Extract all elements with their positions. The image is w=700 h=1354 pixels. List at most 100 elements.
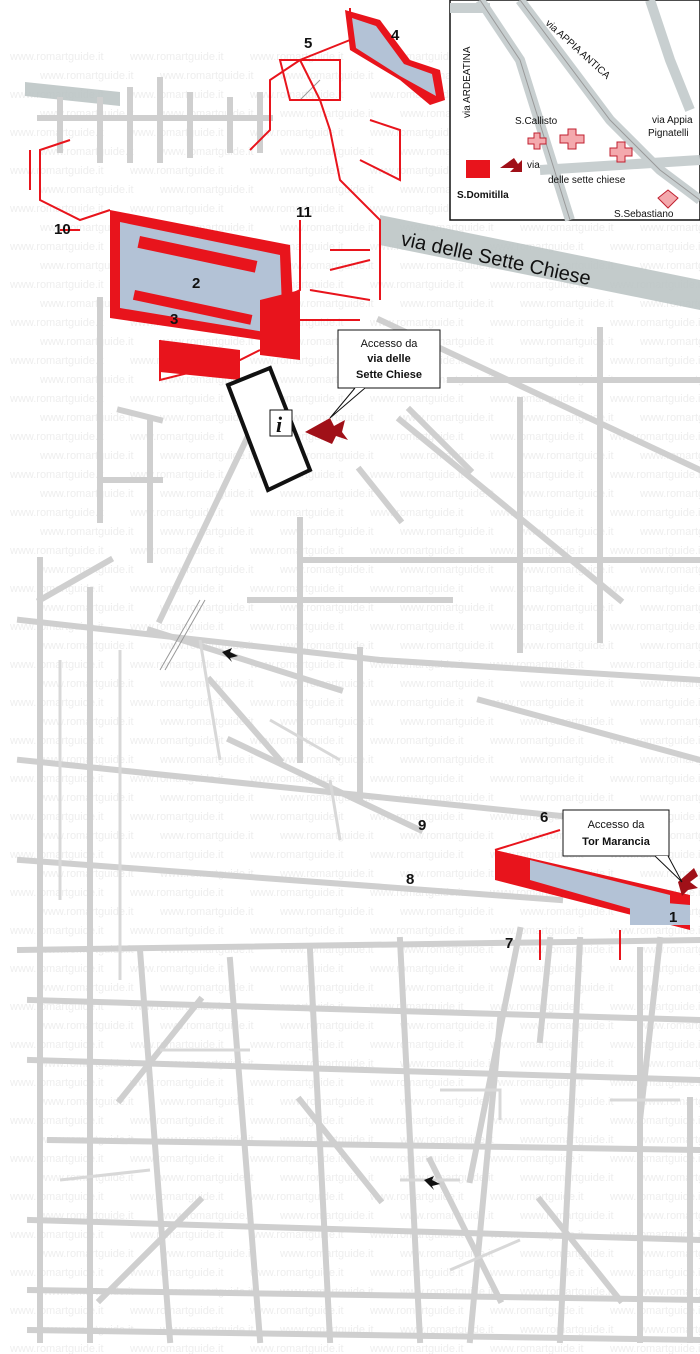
watermark-text: www.romartguide.it bbox=[489, 1115, 584, 1127]
watermark-text: www.romartguide.it bbox=[639, 1210, 700, 1222]
watermark-text: www.romartguide.it bbox=[9, 545, 104, 557]
watermark-text: www.romartguide.it bbox=[609, 1343, 700, 1354]
watermark-text: www.romartguide.it bbox=[129, 165, 224, 177]
watermark-text: www.romartguide.it bbox=[9, 1191, 104, 1203]
watermark-text: www.romartguide.it bbox=[279, 982, 374, 994]
watermark-text: www.romartguide.it bbox=[369, 279, 464, 291]
watermark-text: www.romartguide.it bbox=[129, 963, 224, 975]
inset-label-delle-sette-chiese: delle sette chiese bbox=[548, 175, 626, 186]
watermark-text: www.romartguide.it bbox=[129, 925, 224, 937]
watermark-text: www.romartguide.it bbox=[129, 1153, 224, 1165]
watermark-text: www.romartguide.it bbox=[129, 1039, 224, 1051]
watermark-text: www.romartguide.it bbox=[9, 469, 104, 481]
watermark-text: www.romartguide.it bbox=[609, 1115, 700, 1127]
watermark-text: www.romartguide.it bbox=[39, 260, 134, 272]
callout-sette-chiese-line3: Sette Chiese bbox=[356, 369, 422, 381]
watermark-text: www.romartguide.it bbox=[489, 431, 584, 443]
watermark-text: www.romartguide.it bbox=[279, 1096, 374, 1108]
watermark-text: www.romartguide.it bbox=[399, 526, 494, 538]
location-number-1: 1 bbox=[669, 909, 677, 926]
watermark-text: www.romartguide.it bbox=[609, 1267, 700, 1279]
watermark-text: www.romartguide.it bbox=[489, 583, 584, 595]
watermark-text: www.romartguide.it bbox=[489, 279, 584, 291]
watermark-text: www.romartguide.it bbox=[129, 393, 224, 405]
inset-label-s-callisto: S.Callisto bbox=[515, 116, 558, 127]
watermark-text: www.romartguide.it bbox=[489, 1191, 584, 1203]
watermark-text: www.romartguide.it bbox=[639, 564, 700, 576]
watermark-text: www.romartguide.it bbox=[249, 925, 344, 937]
watermark-text: www.romartguide.it bbox=[369, 963, 464, 975]
watermark-text: www.romartguide.it bbox=[609, 507, 700, 519]
watermark-text: www.romartguide.it bbox=[369, 127, 464, 139]
watermark-text: www.romartguide.it bbox=[159, 412, 254, 424]
watermark-text: www.romartguide.it bbox=[399, 1210, 494, 1222]
watermark-text: www.romartguide.it bbox=[399, 754, 494, 766]
location-number-6: 6 bbox=[540, 809, 548, 826]
callout-tor-marancia: Accesso da Tor Marancia bbox=[562, 809, 683, 883]
watermark-text: www.romartguide.it bbox=[39, 450, 134, 462]
watermark-text: www.romartguide.it bbox=[639, 1324, 700, 1336]
watermark-text: www.romartguide.it bbox=[249, 1115, 344, 1127]
info-icon: i bbox=[276, 412, 283, 437]
watermark-text: www.romartguide.it bbox=[489, 963, 584, 975]
watermark-text: www.romartguide.it bbox=[39, 678, 134, 690]
watermark-text: www.romartguide.it bbox=[159, 906, 254, 918]
watermark-text: www.romartguide.it bbox=[9, 697, 104, 709]
watermark-text: www.romartguide.it bbox=[39, 906, 134, 918]
watermark-text: www.romartguide.it bbox=[129, 431, 224, 443]
inset-locator-map: via ARDEATINA via APPIA ANTICA via Appia… bbox=[449, 0, 700, 222]
watermark-text: www.romartguide.it bbox=[639, 640, 700, 652]
inset-domitilla-arrow bbox=[500, 158, 522, 172]
watermark-text: www.romartguide.it bbox=[9, 963, 104, 975]
inset-label-appia-pignatelli-1: via Appia bbox=[652, 115, 693, 126]
watermark-text: www.romartguide.it bbox=[9, 1229, 104, 1241]
watermark-text: www.romartguide.it bbox=[249, 1229, 344, 1241]
watermark-text: www.romartguide.it bbox=[399, 602, 494, 614]
stairs bbox=[159, 79, 321, 671]
watermark-text: www.romartguide.it bbox=[129, 1229, 224, 1241]
watermark-text: www.romartguide.it bbox=[369, 849, 464, 861]
inset-church-callisto bbox=[527, 128, 633, 163]
access-arrow-sette-chiese bbox=[305, 418, 348, 444]
watermark-text: www.romartguide.it bbox=[639, 1058, 700, 1070]
watermark-text: www.romartguide.it bbox=[609, 1191, 700, 1203]
watermark-text: www.romartguide.it bbox=[9, 1305, 104, 1317]
watermark-text: www.romartguide.it bbox=[129, 735, 224, 747]
watermark-text: www.romartguide.it bbox=[639, 222, 700, 234]
watermark-text: www.romartguide.it bbox=[159, 1096, 254, 1108]
watermark-text: www.romartguide.it bbox=[159, 982, 254, 994]
watermark-text: www.romartguide.it bbox=[639, 1248, 700, 1260]
watermark-text: www.romartguide.it bbox=[249, 621, 344, 633]
watermark-text: www.romartguide.it bbox=[369, 1153, 464, 1165]
watermark-text: www.romartguide.it bbox=[639, 944, 700, 956]
watermark-text: www.romartguide.it bbox=[639, 1134, 700, 1146]
watermark-text: www.romartguide.it bbox=[249, 355, 344, 367]
watermark-text: www.romartguide.it bbox=[489, 621, 584, 633]
watermark-text: www.romartguide.it bbox=[249, 545, 344, 557]
watermark-text: www.romartguide.it bbox=[489, 469, 584, 481]
watermark-text: www.romartguide.it bbox=[9, 735, 104, 747]
watermark-text: www.romartguide.it bbox=[9, 51, 104, 63]
watermark-text: www.romartguide.it bbox=[519, 982, 614, 994]
watermark-text: www.romartguide.it bbox=[39, 602, 134, 614]
watermark-text: www.romartguide.it bbox=[129, 1267, 224, 1279]
watermark-text: www.romartguide.it bbox=[489, 1153, 584, 1165]
watermark-text: www.romartguide.it bbox=[369, 1343, 464, 1354]
watermark-text: www.romartguide.it bbox=[39, 1096, 134, 1108]
watermark-text: www.romartguide.it bbox=[519, 1096, 614, 1108]
watermark-text: www.romartguide.it bbox=[249, 583, 344, 595]
watermark-text: www.romartguide.it bbox=[129, 1191, 224, 1203]
watermark-text: www.romartguide.it bbox=[129, 127, 224, 139]
inset-sebastiano-marker bbox=[657, 189, 679, 209]
watermark-text: www.romartguide.it bbox=[39, 716, 134, 728]
watermark-text: www.romartguide.it bbox=[9, 317, 104, 329]
watermark-text: www.romartguide.it bbox=[489, 1305, 584, 1317]
watermark-text: www.romartguide.it bbox=[399, 982, 494, 994]
watermark-text: www.romartguide.it bbox=[9, 431, 104, 443]
watermark-text: www.romartguide.it bbox=[129, 811, 224, 823]
watermark-text: www.romartguide.it bbox=[399, 488, 494, 500]
watermark-text: www.romartguide.it bbox=[129, 89, 224, 101]
location-number-10: 10 bbox=[54, 221, 71, 238]
watermark-text: www.romartguide.it bbox=[369, 697, 464, 709]
watermark-text: www.romartguide.it bbox=[279, 868, 374, 880]
